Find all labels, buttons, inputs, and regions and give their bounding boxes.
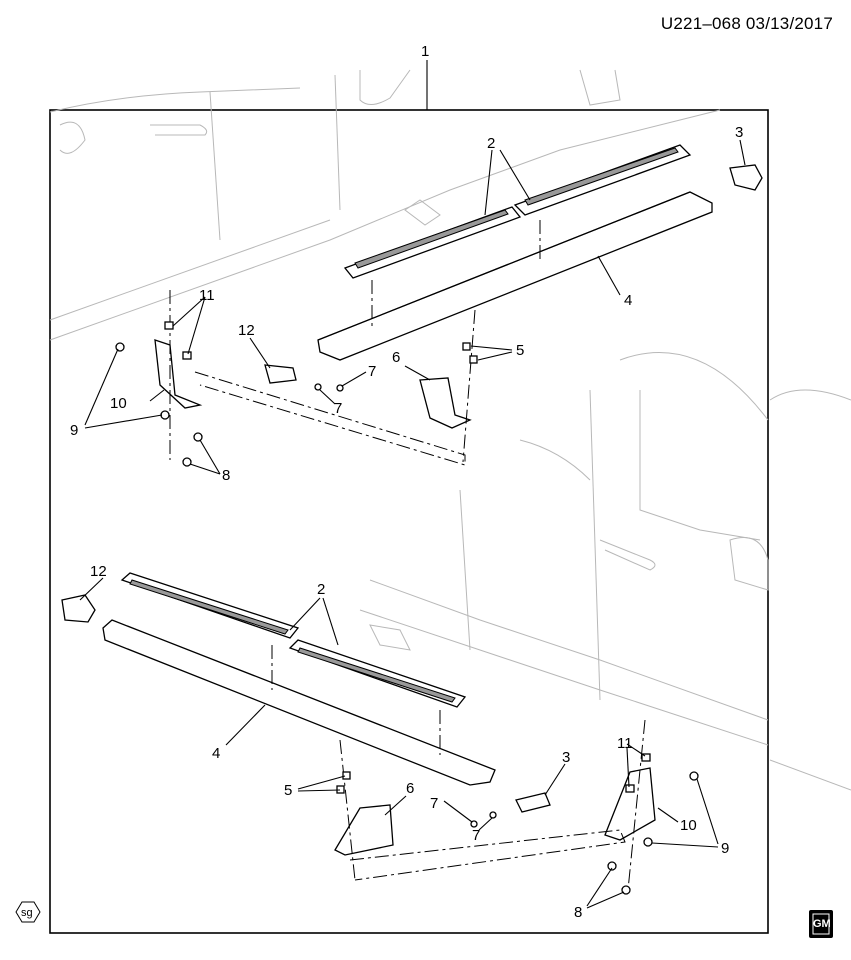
callout-7-bottom-b: 7 bbox=[472, 827, 480, 844]
sg-badge: sg bbox=[15, 901, 41, 923]
step-pad-rear-bottom bbox=[288, 639, 467, 708]
fasteners-bottom bbox=[336, 753, 699, 895]
callout-10-bottom: 10 bbox=[680, 817, 697, 834]
running-board-bottom bbox=[102, 619, 496, 786]
callout-4-top: 4 bbox=[624, 292, 632, 309]
callout-4-bottom: 4 bbox=[212, 745, 220, 762]
step-pad-rear-top bbox=[513, 144, 692, 216]
callout-9-bottom: 9 bbox=[721, 840, 729, 857]
callout-7-top-b: 7 bbox=[334, 400, 342, 417]
leader-lines bbox=[79, 139, 746, 909]
callout-2-bottom: 2 bbox=[317, 581, 325, 598]
step-pad-front-top bbox=[343, 206, 522, 279]
bracket-front-bottom bbox=[334, 804, 394, 856]
bracket-rear-bottom bbox=[604, 767, 656, 841]
truck-background-bottom bbox=[359, 352, 851, 791]
callout-6-bottom: 6 bbox=[406, 780, 414, 797]
assembly-frame bbox=[49, 109, 769, 934]
diagram-code-date: U221–068 03/13/2017 bbox=[660, 14, 833, 33]
bracket-front-top bbox=[154, 339, 203, 409]
truck-background-top bbox=[49, 69, 721, 341]
callout-11-bottom: 11 bbox=[617, 735, 633, 752]
sg-badge-text: sg bbox=[21, 907, 33, 919]
callout-9-top: 9 bbox=[70, 422, 78, 439]
callout-1: 1 bbox=[421, 43, 429, 60]
callout-7-bottom-a: 7 bbox=[430, 795, 438, 812]
callout-3-bottom: 3 bbox=[562, 749, 570, 766]
callout-12-bottom: 12 bbox=[90, 563, 107, 580]
end-cap-rear-top bbox=[729, 164, 763, 191]
step-pad-front-bottom bbox=[120, 572, 300, 639]
callout-10-top: 10 bbox=[110, 395, 127, 412]
end-cap-rear-bottom bbox=[515, 792, 551, 813]
gm-logo: GM bbox=[809, 910, 833, 938]
gm-logo-text: GM bbox=[813, 918, 831, 930]
callout-6-top: 6 bbox=[392, 349, 400, 366]
callout-11-top: 11 bbox=[199, 287, 215, 304]
bracket-rear-top bbox=[419, 377, 472, 429]
callout-5-top: 5 bbox=[516, 342, 524, 359]
callout-7-top-a: 7 bbox=[368, 363, 376, 380]
callout-5-bottom: 5 bbox=[284, 782, 292, 799]
callout-8-bottom: 8 bbox=[574, 904, 582, 921]
end-cap-front-bottom bbox=[61, 594, 96, 623]
callout-3-top: 3 bbox=[735, 124, 743, 141]
end-cap-front-top bbox=[264, 364, 297, 384]
callout-8-top: 8 bbox=[222, 467, 230, 484]
running-board-top bbox=[317, 191, 713, 361]
callout-2-top: 2 bbox=[487, 135, 495, 152]
callout-12-top: 12 bbox=[238, 322, 255, 339]
